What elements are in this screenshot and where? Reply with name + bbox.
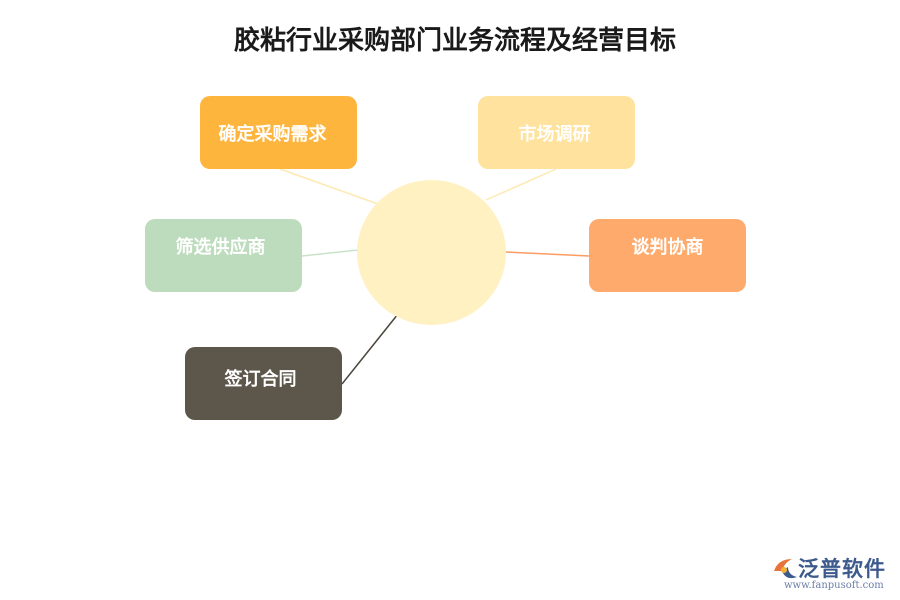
logo-url: www.fanpusoft.com [784, 580, 884, 591]
node-confirm-demand: 确定采购需求 [200, 96, 357, 169]
fanpu-logo-icon [774, 559, 797, 579]
node-sign-contract: 签订合同 [185, 347, 342, 420]
center-circle [357, 180, 506, 325]
node-market-research: 市场调研 [478, 96, 635, 169]
connector-supplier [301, 249, 359, 257]
node-screen-supplier: 筛选供应商 [145, 219, 302, 292]
connector-contract [341, 313, 399, 385]
connector-market [485, 168, 557, 201]
page-title: 胶粘行业采购部门业务流程及经营目标 [233, 26, 676, 56]
logo-name: 泛普软件 [798, 557, 886, 581]
node-negotiation: 谈判协商 [589, 219, 746, 292]
connector-demand [279, 168, 379, 205]
brand-logo: 泛普软件 www.fanpusoft.com [770, 553, 896, 595]
connector-negotiate [505, 251, 590, 257]
